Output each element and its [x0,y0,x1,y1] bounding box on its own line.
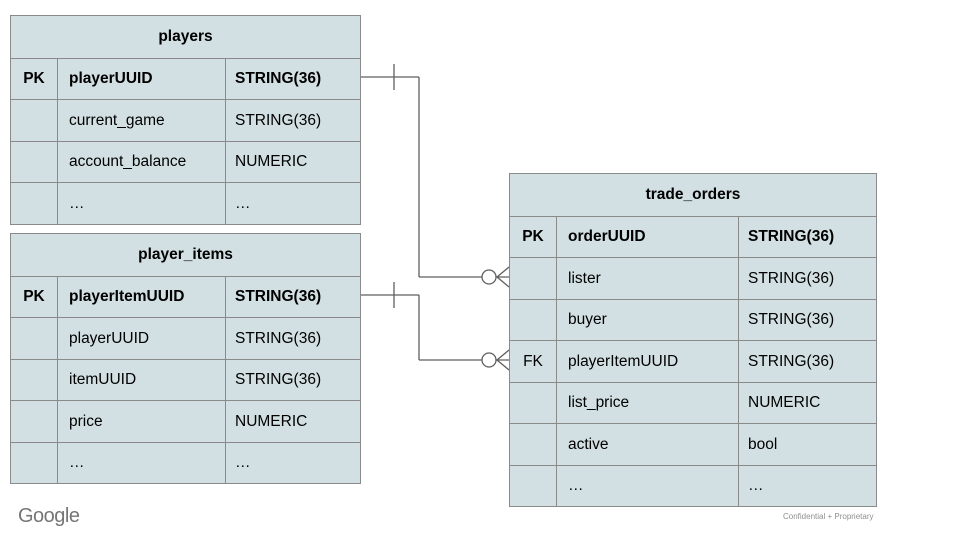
table-row: itemUUID STRING(36) [11,358,360,400]
table-title: trade_orders [645,186,741,203]
column-name-cell: list_price [557,382,739,423]
column-type-cell: STRING(36) [748,269,835,287]
key-cell [11,401,58,442]
column-name-cell: lister [557,258,739,299]
column-type-cell: … [235,194,251,212]
column-name-cell: playerItemUUID [58,276,226,317]
column-name-cell: playerUUID [58,58,226,99]
crow-foot [496,266,510,278]
column-type-cell: NUMERIC [235,153,308,170]
cardinality-zero-circle [481,269,497,285]
column-name-cell: account_balance [58,141,226,182]
crow-foot [496,276,510,288]
google-logo: Google [18,505,80,527]
key-cell [510,424,557,465]
table-title: players [158,28,213,45]
key-cell [11,318,58,359]
cardinality-zero-circle [481,352,497,368]
column-type-cell: STRING(36) [748,352,835,370]
column-type-cell: … [748,477,764,494]
relationship-player-items-to-trade-orders [361,282,510,371]
key-cell [11,100,58,141]
column-name-cell: … [58,442,226,483]
table-row: account_balance NUMERIC [11,140,360,182]
column-type-cell: bool [748,435,778,453]
column-type-cell: NUMERIC [235,412,308,430]
column-name-cell: buyer [557,299,739,340]
key-cell: PK [510,216,557,257]
key-cell [11,183,58,224]
table-row: price NUMERIC [11,400,360,442]
table-row: list_price NUMERIC [510,381,876,423]
key-cell: FK [510,341,557,382]
key-cell [11,141,58,182]
column-name-cell: active [557,424,739,465]
confidential-note: Confidential + Proprietary [783,512,874,521]
column-type-cell: NUMERIC [748,394,821,411]
key-cell [510,465,557,506]
key-cell: PK [11,58,58,99]
column-name-cell: itemUUID [58,359,226,400]
column-type-cell: STRING(36) [235,288,322,305]
key-cell: PK [11,276,58,317]
column-name-cell: orderUUID [557,216,739,257]
column-name-cell: playerUUID [58,318,226,359]
table-row: …… [11,441,360,483]
column-type-cell: STRING(36) [235,70,322,87]
column-type-cell: STRING(36) [748,228,835,245]
column-name-cell: price [58,401,226,442]
table-row: buyer STRING(36) [510,298,876,340]
table-title: player_items [138,246,233,263]
table-row: playerUUID STRING(36) [11,317,360,359]
column-type-cell: STRING(36) [235,329,322,347]
column-type-cell: STRING(36) [235,371,322,388]
table-row: lister STRING(36) [510,257,876,299]
column-type-cell: … [235,454,251,471]
key-cell [510,382,557,423]
key-cell [11,442,58,483]
column-name-cell: … [557,465,739,506]
column-name-cell: … [58,183,226,224]
key-cell [510,258,557,299]
column-name-cell: playerItemUUID [557,341,739,382]
relationship-players-to-trade-orders [361,64,510,288]
key-cell [11,359,58,400]
crow-foot [496,349,510,361]
table-row: …… [11,182,360,224]
table-row: …… [510,464,876,506]
column-name-cell: current_game [58,100,226,141]
key-cell [510,299,557,340]
column-type-cell: STRING(36) [235,111,322,129]
crow-foot [496,359,510,371]
table-row: active bool [510,423,876,465]
column-type-cell: STRING(36) [748,311,835,328]
table-row: current_game STRING(36) [11,99,360,141]
